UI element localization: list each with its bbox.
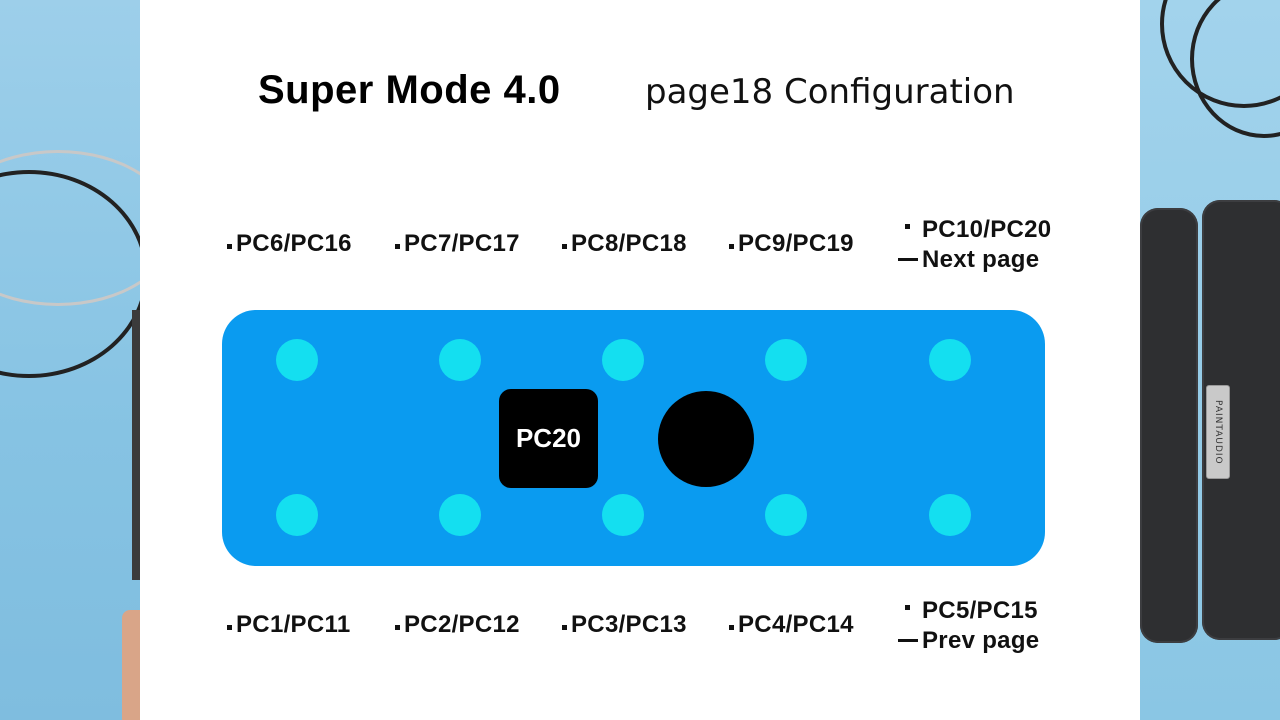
- display-screen: PC20: [499, 389, 598, 488]
- next-page-text: Next page: [922, 246, 1039, 273]
- led-top-2: [439, 339, 481, 381]
- top-label-5-line2: Next page: [898, 246, 1039, 274]
- top-label-3-text: PC8/PC18: [571, 230, 687, 257]
- rotary-knob[interactable]: [658, 391, 754, 487]
- power-supply: [1140, 208, 1198, 643]
- bottom-label-4-text: PC4/PC14: [738, 611, 854, 638]
- top-label-4-text: PC9/PC19: [738, 230, 854, 257]
- top-label-2: PC7/PC17: [395, 230, 520, 258]
- led-top-3: [602, 339, 644, 381]
- controller-board: PC20: [222, 310, 1045, 566]
- led-bottom-1: [276, 494, 318, 536]
- background-photo-right: PAINTAUDIO: [1140, 0, 1280, 720]
- led-bottom-3: [602, 494, 644, 536]
- bottom-label-3-text: PC3/PC13: [571, 611, 687, 638]
- brand-badge: PAINTAUDIO: [1206, 385, 1230, 479]
- led-bottom-2: [439, 494, 481, 536]
- cable-right-2: [1190, 0, 1280, 138]
- page-subtitle: page18 Configuration: [645, 72, 1015, 112]
- prev-page-text: Prev page: [922, 627, 1039, 654]
- top-label-3: PC8/PC18: [562, 230, 687, 258]
- brand-badge-text: PAINTAUDIO: [1213, 400, 1223, 465]
- square-bullet-icon: [905, 224, 910, 229]
- bottom-label-5: PC5/PC15: [905, 597, 1038, 625]
- bullet-icon: [729, 244, 734, 249]
- bullet-icon: [395, 244, 400, 249]
- display-text: PC20: [516, 423, 581, 454]
- bullet-icon: [395, 625, 400, 630]
- bottom-label-5-text: PC5/PC15: [922, 597, 1038, 624]
- bottom-label-1-text: PC1/PC11: [236, 611, 350, 638]
- bullet-icon: [562, 625, 567, 630]
- top-label-1-text: PC6/PC16: [236, 230, 352, 257]
- dash-icon: [898, 639, 918, 642]
- led-top-4: [765, 339, 807, 381]
- bottom-label-5-line2: Prev page: [898, 627, 1039, 655]
- top-label-4: PC9/PC19: [729, 230, 854, 258]
- top-label-2-text: PC7/PC17: [404, 230, 520, 257]
- dash-icon: [898, 258, 918, 261]
- bottom-label-1: PC1/PC11: [227, 611, 350, 639]
- bullet-icon: [227, 625, 232, 630]
- top-label-1: PC6/PC16: [227, 230, 352, 258]
- slide-panel: Super Mode 4.0 page18 Configuration PC6/…: [140, 0, 1140, 720]
- bullet-icon: [227, 244, 232, 249]
- square-bullet-icon: [905, 605, 910, 610]
- bottom-label-4: PC4/PC14: [729, 611, 854, 639]
- bullet-icon: [562, 244, 567, 249]
- bottom-label-2-text: PC2/PC12: [404, 611, 520, 638]
- hand: [122, 610, 140, 720]
- page-title: Super Mode 4.0: [258, 68, 561, 113]
- device-edge: [132, 310, 140, 580]
- top-label-5: PC10/PC20: [905, 216, 1051, 244]
- led-top-1: [276, 339, 318, 381]
- led-bottom-4: [765, 494, 807, 536]
- top-label-5-text: PC10/PC20: [922, 216, 1051, 243]
- background-photo-left: [0, 0, 140, 720]
- led-top-5: [929, 339, 971, 381]
- bullet-icon: [729, 625, 734, 630]
- led-bottom-5: [929, 494, 971, 536]
- bottom-label-3: PC3/PC13: [562, 611, 687, 639]
- bottom-label-2: PC2/PC12: [395, 611, 520, 639]
